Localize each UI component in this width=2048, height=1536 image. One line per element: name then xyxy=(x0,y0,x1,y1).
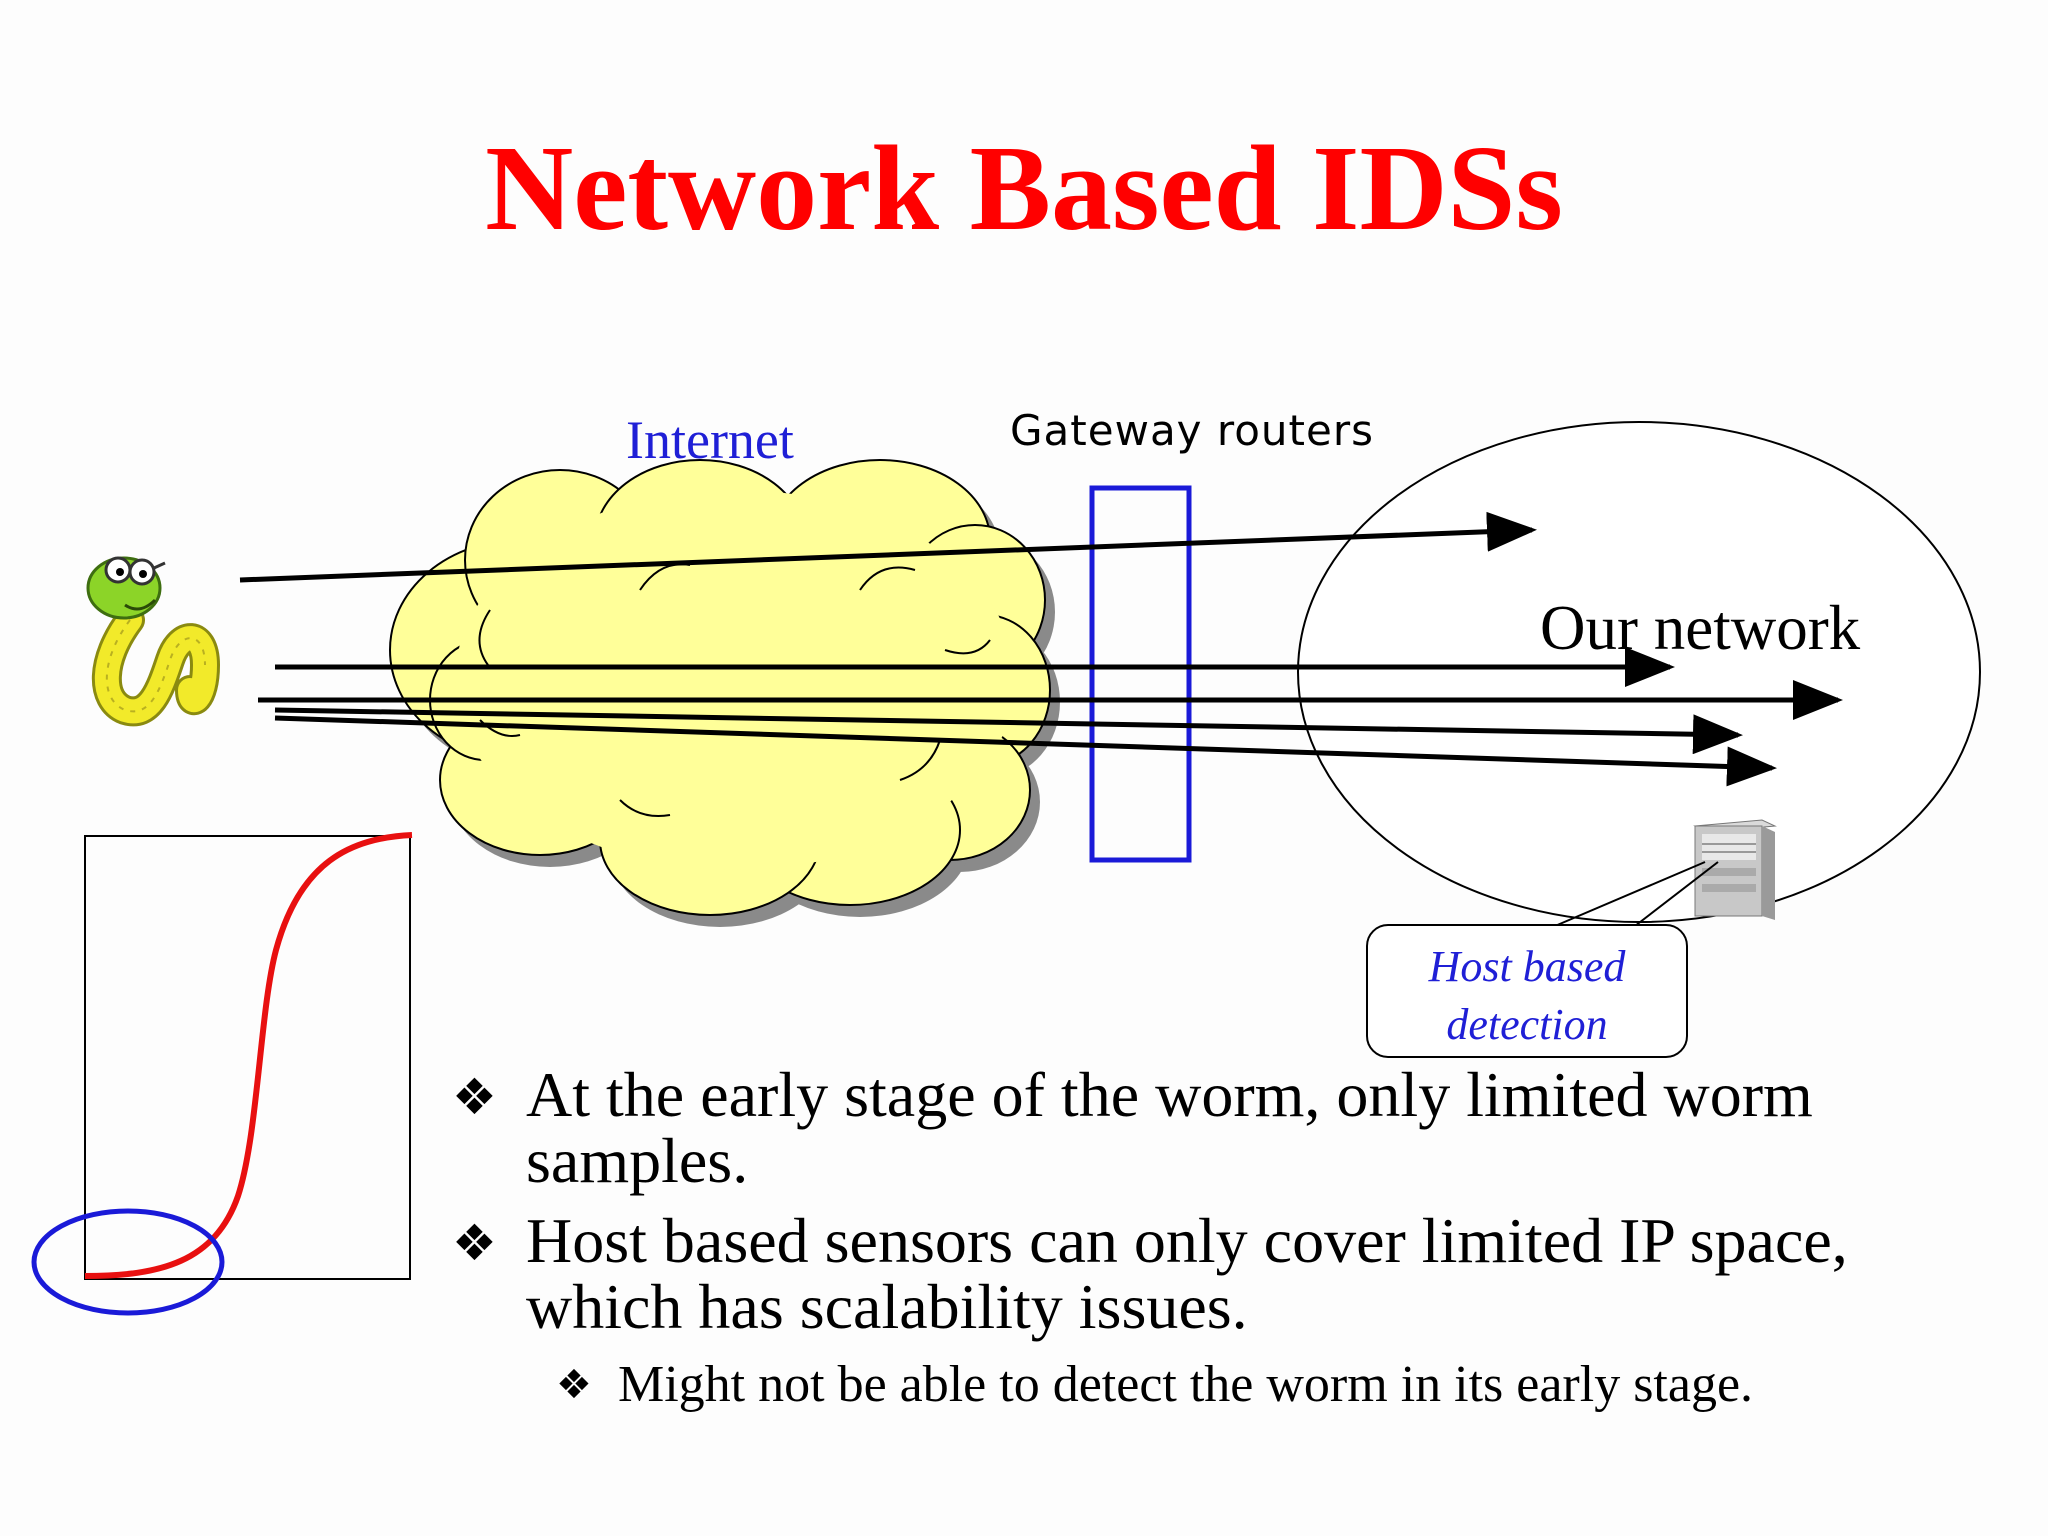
diamond-bullet-icon: ❖ xyxy=(452,1068,497,1126)
our-network-ellipse xyxy=(1297,421,1981,923)
diamond-bullet-icon: ❖ xyxy=(452,1214,497,1272)
arrow-5 xyxy=(274,715,1777,787)
arrow-1 xyxy=(239,511,1537,583)
diamond-bullet-icon: ❖ xyxy=(556,1362,592,1408)
bullet-item: ❖ At the early stage of the worm, only l… xyxy=(448,1062,2008,1194)
worm-icon xyxy=(86,556,221,727)
worm-arrows xyxy=(239,511,1843,787)
bullet-text: At the early stage of the worm, only lim… xyxy=(526,1059,1813,1196)
growth-chart-frame xyxy=(84,835,411,1280)
bullet-text: Host based sensors can only cover limite… xyxy=(526,1205,1848,1342)
callout-text: Host based detection xyxy=(1428,942,1626,1049)
bullet-list: ❖ At the early stage of the worm, only l… xyxy=(448,1062,2008,1416)
host-based-detection-callout: Host based detection xyxy=(1366,924,1688,1058)
bullet-item: ❖ Host based sensors can only cover limi… xyxy=(448,1208,2008,1340)
sub-bullet-item: ❖ Might not be able to detect the worm i… xyxy=(556,1354,2008,1416)
arrow-4 xyxy=(274,707,1743,755)
growth-s-curve xyxy=(84,832,413,1279)
early-stage-highlight xyxy=(31,1208,225,1316)
our-network-label: Our network xyxy=(1540,593,1861,663)
sub-bullet-text: Might not be able to detect the worm in … xyxy=(618,1356,1754,1413)
gateway-routers-label: Gateway routers xyxy=(1010,406,1375,455)
internet-label: Internet xyxy=(626,410,794,470)
gateway-router-box xyxy=(1089,485,1192,863)
slide-title: Network Based IDSs xyxy=(485,121,1563,256)
